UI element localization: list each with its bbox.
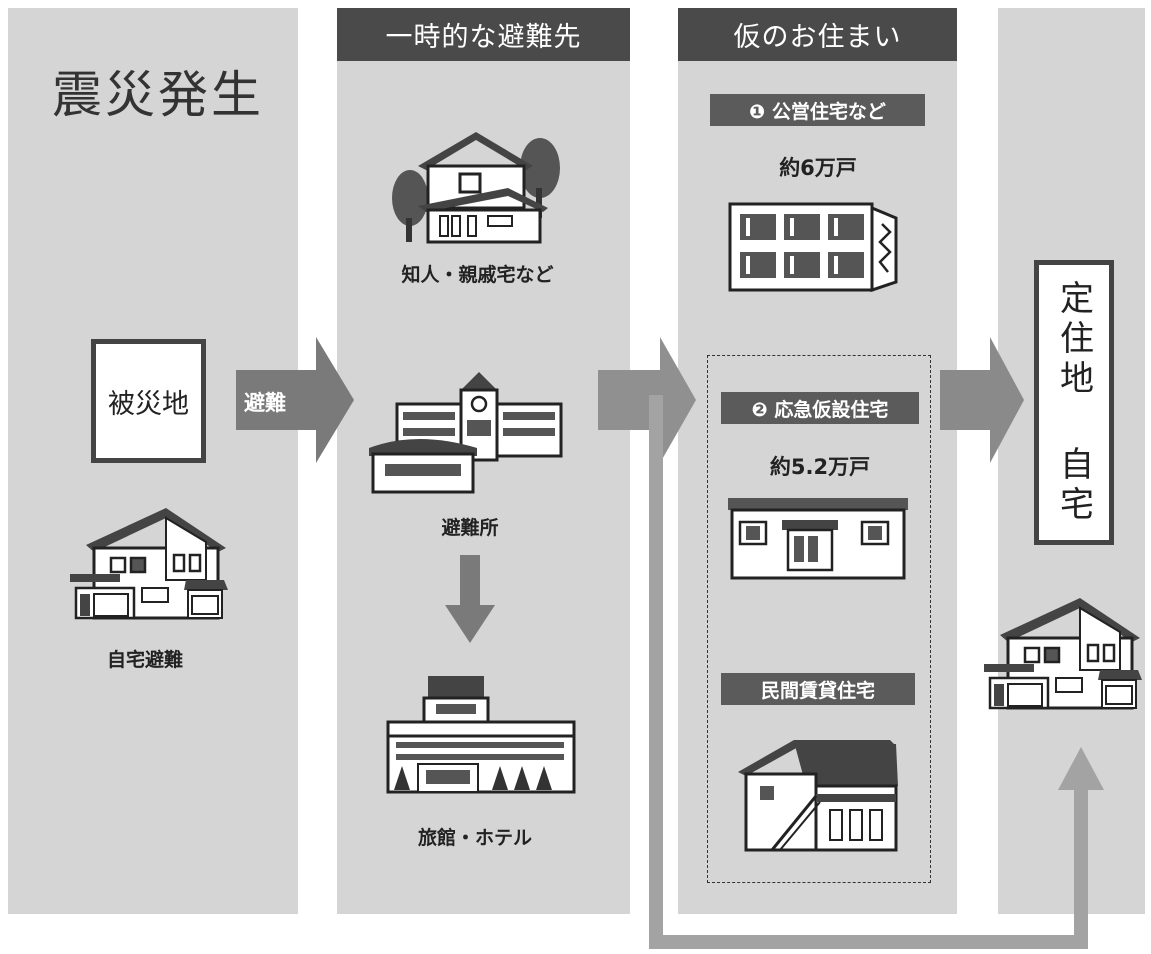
arrow-to-permanent-home — [940, 337, 1024, 463]
temporary-housing-count: 約5.2万戸 — [769, 455, 871, 479]
return-path-arrow — [649, 395, 1104, 949]
hotel-icon — [386, 676, 576, 794]
header-temporary-shelter: 一時的な避難先 — [337, 8, 630, 61]
rental-house-icon — [738, 740, 898, 852]
relatives-house-label: 知人・親戚宅など — [401, 264, 554, 286]
private-rental-tag: 民間賃貸住宅 — [721, 673, 915, 705]
evacuation-arrow-label: 避難 — [244, 391, 286, 415]
down-arrow — [445, 555, 495, 643]
evacuation-arrow — [236, 337, 354, 463]
temporary-housing-tag: ❷ 応急仮設住宅 — [721, 392, 919, 424]
relatives-house-icon — [392, 132, 560, 244]
temporary-housing-dashed-group — [707, 355, 931, 883]
disaster-area-label: 被災地 — [108, 388, 189, 420]
home-evacuation-label: 自宅避難 — [106, 649, 183, 671]
permanent-home-box: 定住地 自宅 — [1034, 260, 1114, 545]
apartment-building-icon — [728, 202, 898, 293]
arrow-to-temporary-housing — [598, 337, 696, 463]
permanent-house-icon — [984, 598, 1142, 710]
header-temporary-housing: 仮のお住まい — [678, 8, 957, 61]
shelter-label: 避難所 — [441, 517, 499, 539]
hotel-label: 旅館・ホテル — [417, 827, 532, 849]
public-housing-tag: ❶ 公営住宅など — [710, 94, 925, 126]
public-housing-count: 約6万戸 — [779, 156, 857, 180]
school-shelter-icon — [369, 372, 563, 494]
disaster-area-box: 被災地 — [91, 339, 206, 463]
permanent-home-label: 定住地 自宅 — [1053, 279, 1094, 526]
page-title: 震災発生 — [52, 66, 264, 124]
house-icon — [70, 508, 228, 620]
prefab-housing-icon — [728, 498, 908, 580]
